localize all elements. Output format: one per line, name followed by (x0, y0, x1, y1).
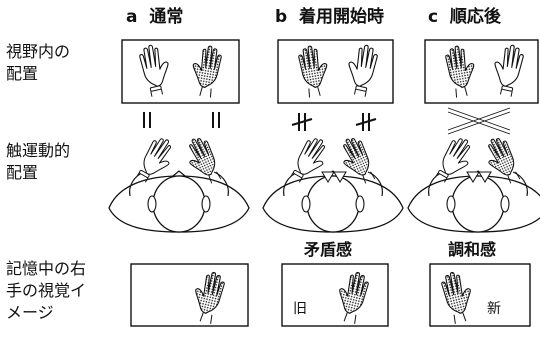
link-c-crossed (448, 108, 510, 134)
visual-panel-c (425, 40, 538, 103)
tactile-figure-c (408, 134, 540, 232)
memory-panel-c (430, 264, 530, 326)
visual-panel-a (122, 40, 239, 103)
memory-panel-b (282, 264, 388, 326)
tactile-figure-b (263, 134, 403, 232)
visual-panel-b (278, 40, 393, 103)
link-a-parallel (144, 112, 219, 128)
tactile-figure-a (109, 134, 249, 232)
memory-panel-a (131, 264, 248, 326)
link-b-broken (292, 113, 376, 131)
